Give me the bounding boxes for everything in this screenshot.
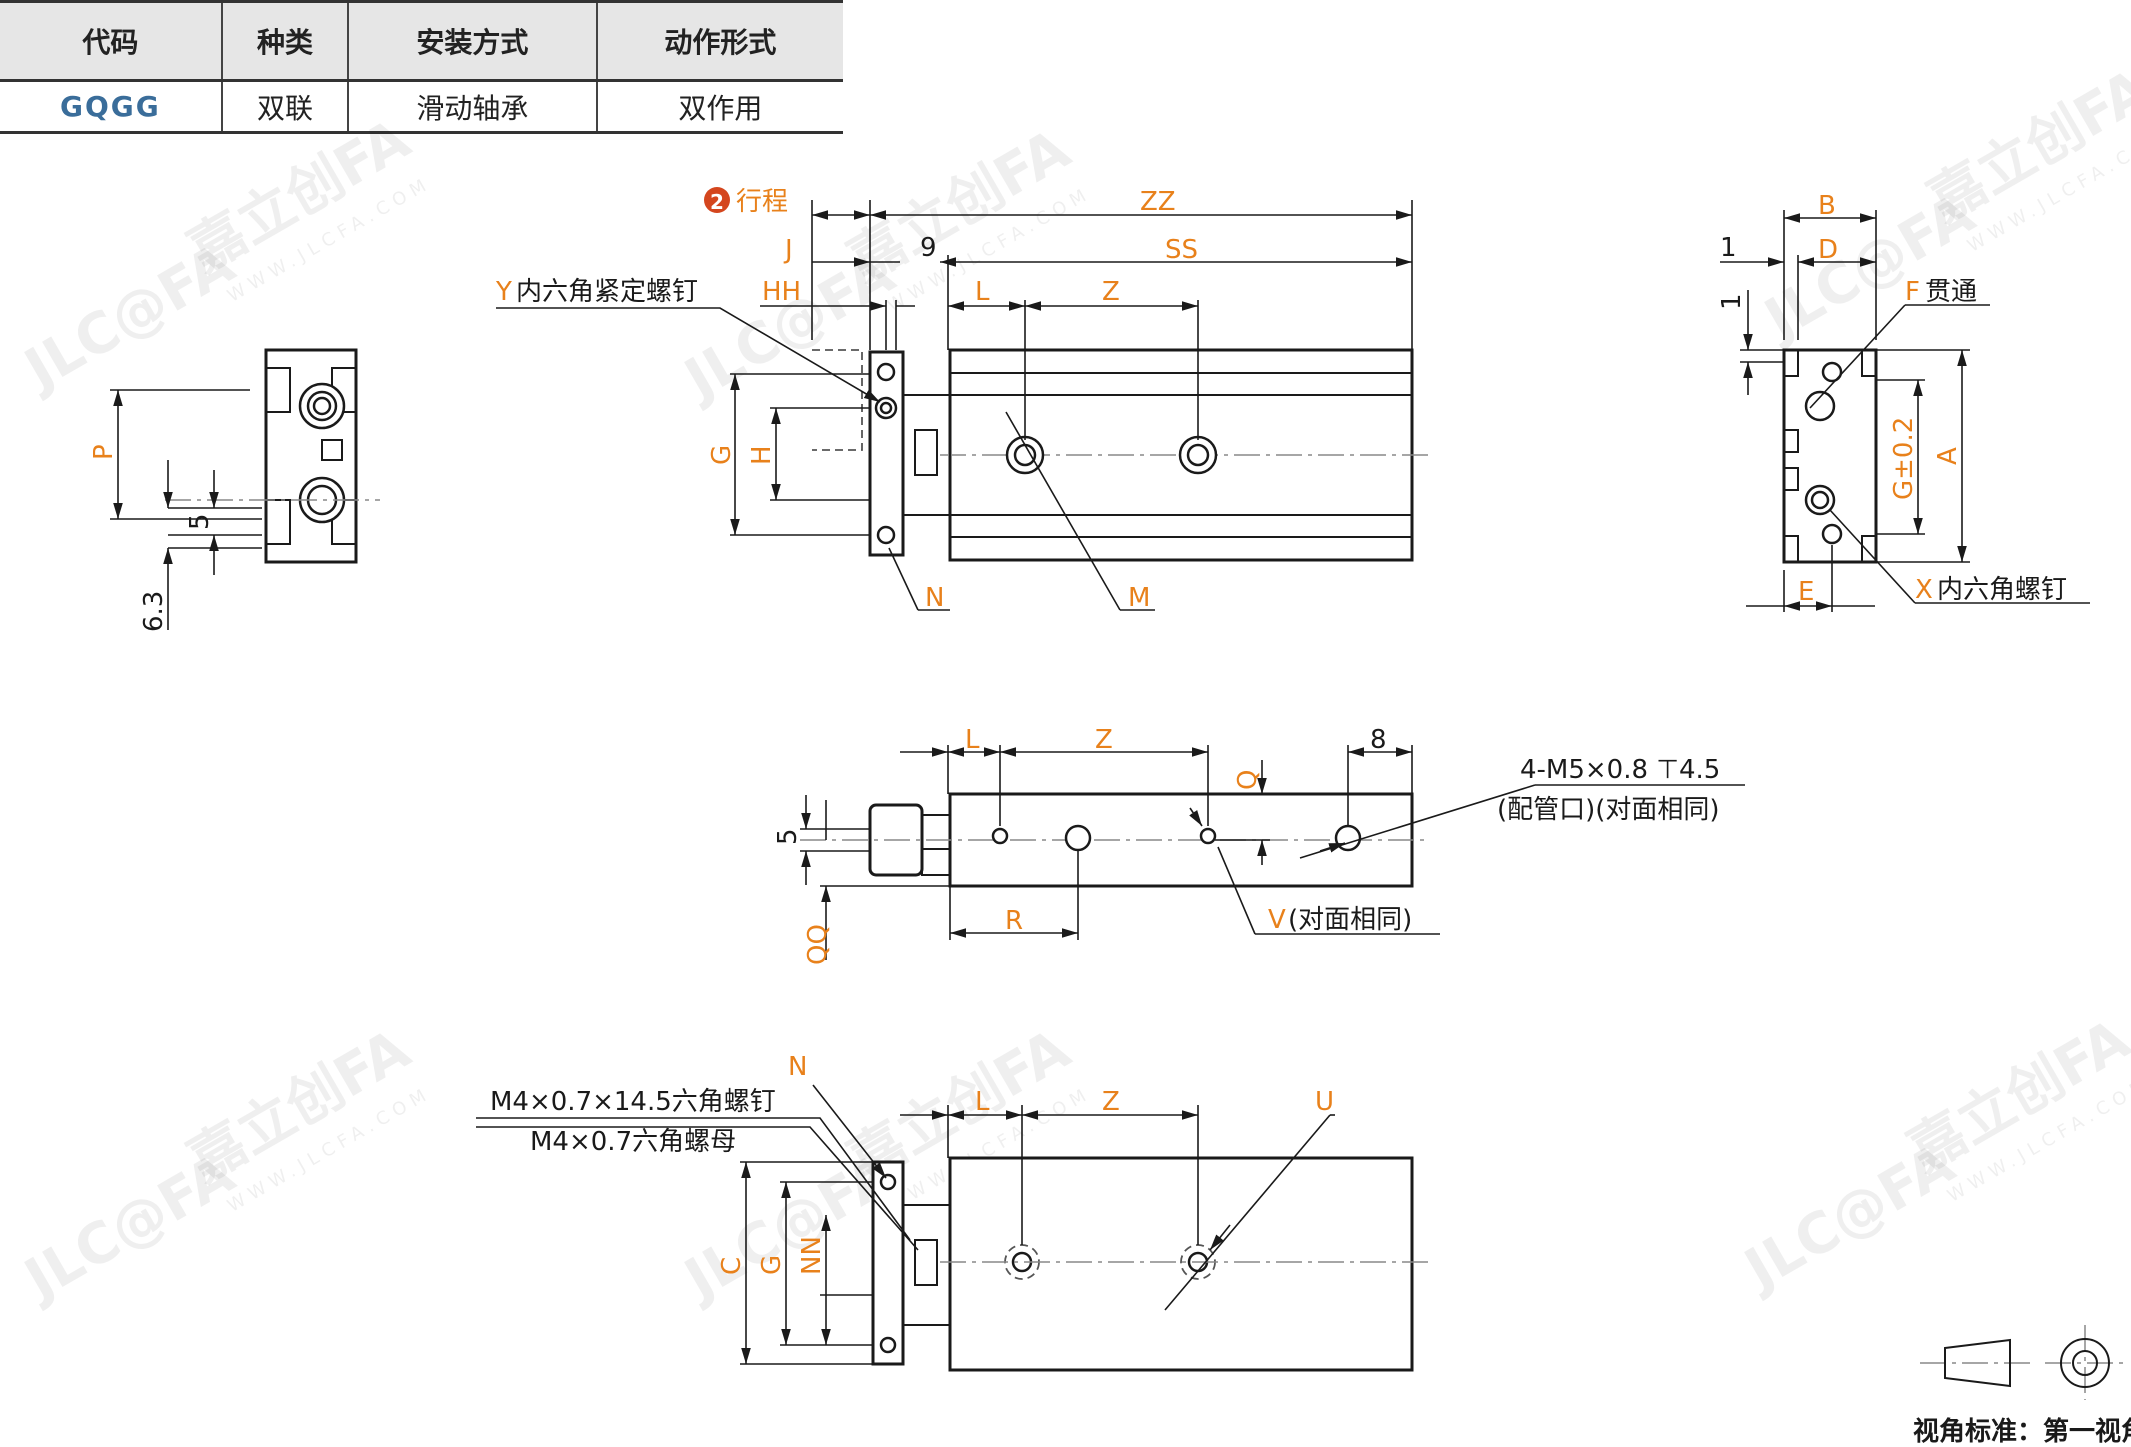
nut-callout: M4×0.7六角螺母 bbox=[530, 1127, 736, 1157]
x-screw-label: 内六角螺钉 bbox=[1937, 575, 2067, 605]
f-through-label: 贯通 bbox=[1925, 277, 1977, 307]
header-action: 动作形式 bbox=[595, 0, 843, 82]
dim-g-main: G bbox=[707, 445, 737, 465]
cell-code: GQGG bbox=[0, 80, 222, 134]
dim-l-bottom: L bbox=[975, 1087, 990, 1117]
dim-b: B bbox=[1818, 191, 1836, 221]
watermark-4: JLC@FA 嘉立创FA WWW.JLCFA.COM bbox=[11, 1017, 435, 1315]
dim-8: 8 bbox=[1370, 725, 1387, 755]
dim-qq: QQ bbox=[803, 924, 833, 965]
dim-5-mid: 5 bbox=[773, 828, 803, 845]
dim-e: E bbox=[1798, 577, 1814, 607]
dim-z-mid: Z bbox=[1095, 725, 1113, 755]
dim-nn: NN bbox=[797, 1236, 827, 1275]
v-letter: V bbox=[1268, 905, 1286, 935]
stroke-label: 行程 bbox=[736, 187, 788, 217]
cell-type: 双联 bbox=[220, 80, 349, 134]
dim-z-bottom: Z bbox=[1102, 1087, 1120, 1117]
watermark-3: JLC@FA 嘉立创FA WWW.JLCFA.COM bbox=[1751, 57, 2131, 355]
header-mounting: 安装方式 bbox=[347, 0, 597, 82]
dim-hh: HH bbox=[762, 277, 801, 307]
dim-a: A bbox=[1933, 447, 1963, 465]
dim-l-main: L bbox=[975, 277, 990, 307]
header-code: 代码 bbox=[0, 0, 222, 82]
bottom-view: L Z U C G NN N M4×0.7×14.5六角螺钉 M4×0.7六角螺… bbox=[476, 1052, 1430, 1372]
dim-5-left: 5 bbox=[185, 513, 215, 530]
spec-header-row: 代码 种类 安装方式 动作形式 bbox=[0, 0, 843, 82]
dim-u: U bbox=[1315, 1087, 1334, 1117]
port-callout-line2: (配管口)(对面相同) bbox=[1497, 795, 1720, 825]
dim-r: R bbox=[1005, 906, 1023, 936]
projection-symbol: 视角标准：第一视角 bbox=[1913, 1325, 2131, 1447]
watermark-1: JLC@FA 嘉立创FA WWW.JLCFA.COM bbox=[11, 107, 435, 405]
header-type: 种类 bbox=[220, 0, 349, 82]
stroke-number: 2 bbox=[710, 190, 724, 214]
dim-6-3: 6.3 bbox=[139, 591, 169, 632]
dim-j: J bbox=[783, 235, 793, 265]
x-letter: X bbox=[1915, 575, 1933, 605]
dim-n-bottom: N bbox=[788, 1052, 807, 1082]
dim-l-mid: L bbox=[965, 725, 980, 755]
f-letter: F bbox=[1905, 277, 1920, 307]
dim-1-horizontal: 1 bbox=[1720, 233, 1737, 263]
dim-g-tolerance: G±0.2 bbox=[1889, 417, 1919, 500]
y-letter: Y bbox=[495, 277, 512, 307]
dim-9: 9 bbox=[920, 233, 937, 263]
dim-m: M bbox=[1128, 583, 1150, 613]
cell-action: 双作用 bbox=[595, 80, 843, 134]
right-end-view: B D 1 1 A G±0.2 E F 贯通 X 内六角螺钉 bbox=[1717, 191, 2090, 612]
dim-zz: ZZ bbox=[1140, 187, 1176, 217]
spec-data-row: GQGG 双联 滑动轴承 双作用 bbox=[0, 80, 843, 134]
dim-1-vertical: 1 bbox=[1717, 293, 1747, 310]
dim-h-main: H bbox=[747, 445, 777, 465]
dim-p: P bbox=[89, 444, 119, 460]
y-screw-label: 内六角紧定螺钉 bbox=[516, 277, 698, 307]
dim-n-main: N bbox=[925, 583, 944, 613]
dim-d: D bbox=[1818, 235, 1838, 265]
dim-q: Q bbox=[1233, 770, 1263, 790]
cell-mounting: 滑动轴承 bbox=[347, 80, 597, 134]
dim-g-bottom: G bbox=[757, 1255, 787, 1275]
dim-z-main: Z bbox=[1102, 277, 1120, 307]
main-front-view: G H ZZ 9 SS J HH L Z 2 行程 Y 内六角紧定螺钉 bbox=[495, 187, 1430, 613]
projection-label: 视角标准：第一视角 bbox=[1913, 1416, 2131, 1447]
screw-callout: M4×0.7×14.5六角螺钉 bbox=[490, 1087, 776, 1117]
watermark-6: JLC@FA 嘉立创FA WWW.JLCFA.COM bbox=[1731, 1007, 2131, 1305]
middle-top-view: L Z 8 Q 5 QQ R 4-M5×0.8 ⊤4.5 (配管口)(对面相同)… bbox=[773, 725, 1745, 965]
dim-ss: SS bbox=[1165, 235, 1198, 265]
spec-table: 代码 种类 安装方式 动作形式 GQGG 双联 滑动轴承 双作用 bbox=[0, 0, 843, 134]
left-end-view: P 5 6.3 bbox=[89, 348, 380, 632]
dim-c: C bbox=[717, 1257, 747, 1275]
port-callout-line1: 4-M5×0.8 ⊤4.5 bbox=[1520, 755, 1720, 785]
v-same-label: (对面相同) bbox=[1288, 905, 1412, 935]
